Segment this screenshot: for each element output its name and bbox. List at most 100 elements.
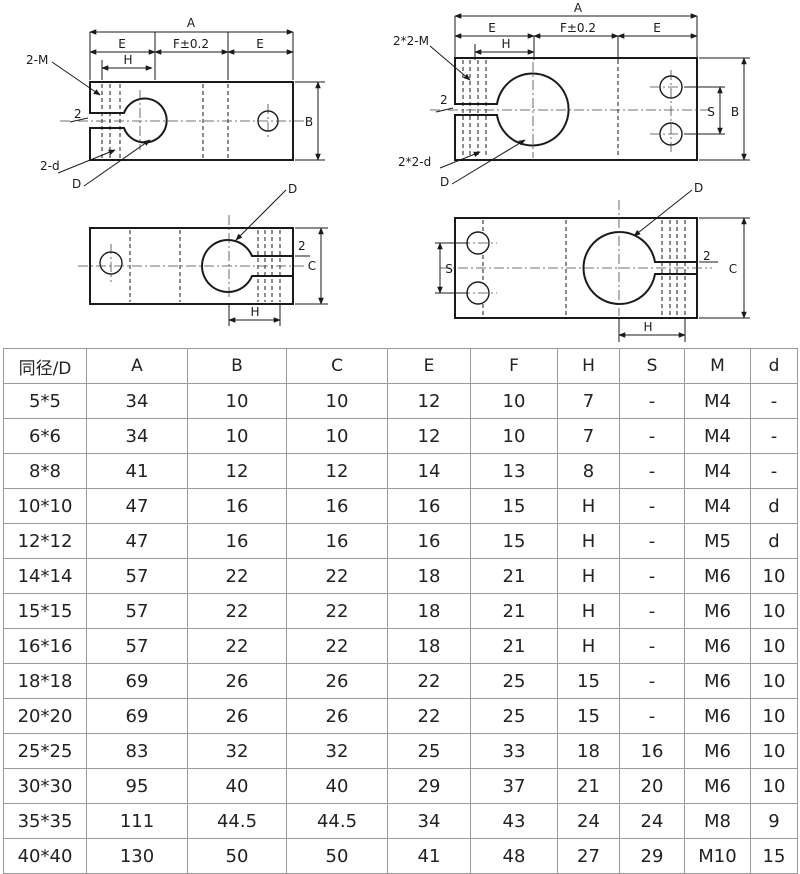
table-cell: 25 — [387, 733, 471, 769]
table-cell: - — [750, 418, 798, 454]
table-cell: - — [750, 383, 798, 419]
dim-2d-label: 2 — [703, 249, 711, 263]
table-cell: 14 — [387, 453, 471, 489]
table-cell: M6 — [684, 663, 751, 699]
table-cell: 25*25 — [3, 733, 87, 769]
table-cell: 10 — [750, 628, 798, 664]
table-cell: 40 — [286, 768, 388, 804]
top-left-view: A E F±0.2 E H B 2 2-M 2-d D — [26, 16, 325, 191]
table-cell: 25 — [470, 663, 558, 699]
column-header: 同径/D — [3, 348, 87, 384]
bottom-left-view: C 2 H D — [78, 182, 328, 326]
table-cell: 21 — [557, 768, 620, 804]
column-header: E — [387, 348, 471, 384]
bottom-right-view: S C 2 H D — [435, 181, 750, 342]
table-cell: 16 — [387, 523, 471, 559]
table-cell: M6 — [684, 768, 751, 804]
table-cell: d — [750, 488, 798, 524]
table-cell: 32 — [187, 733, 287, 769]
table-cell: 7 — [557, 418, 620, 454]
table-cell: 25 — [470, 698, 558, 734]
table-cell: 10 — [187, 383, 287, 419]
table-cell: 26 — [286, 698, 388, 734]
table-cell: M8 — [684, 803, 751, 839]
dim-2b-label: 2 — [440, 93, 448, 107]
table-cell: 10 — [750, 593, 798, 629]
table-cell: H — [557, 628, 620, 664]
leader-D3-label: D — [288, 182, 297, 196]
table-cell: 35*35 — [3, 803, 87, 839]
table-cell: M6 — [684, 733, 751, 769]
dim-E2-right-label: E — [653, 21, 661, 35]
table-cell: 41 — [387, 838, 471, 874]
table-cell: 69 — [86, 698, 188, 734]
leader-22M-label: 2*2-M — [393, 34, 429, 48]
table-cell: M4 — [684, 453, 751, 489]
table-cell: 26 — [187, 663, 287, 699]
dim-E-right-label: E — [256, 37, 264, 51]
column-header: F — [470, 348, 558, 384]
dim-S2-label: S — [445, 262, 453, 276]
table-cell: 26 — [187, 698, 287, 734]
table-cell: 10 — [750, 768, 798, 804]
dim-H4-label: H — [643, 320, 652, 334]
column-header: B — [187, 348, 287, 384]
table-cell: 29 — [387, 768, 471, 804]
dim-H-label: H — [123, 53, 132, 67]
table-cell: 22 — [286, 593, 388, 629]
table-cell: - — [619, 663, 685, 699]
table-cell: H — [557, 593, 620, 629]
table-cell: 5*5 — [3, 383, 87, 419]
table-cell: 15 — [470, 488, 558, 524]
table-cell: 21 — [470, 558, 558, 594]
table-cell: 13 — [470, 453, 558, 489]
dim-C-label: C — [308, 259, 316, 273]
table-cell: - — [619, 698, 685, 734]
table-cell: 16*16 — [3, 628, 87, 664]
table-cell: 34 — [387, 803, 471, 839]
table-cell: 22 — [387, 663, 471, 699]
table-cell: 10 — [187, 418, 287, 454]
table-cell: 18*18 — [3, 663, 87, 699]
table-cell: 95 — [86, 768, 188, 804]
table-cell: 44.5 — [187, 803, 287, 839]
dim-A2-label: A — [574, 1, 583, 15]
table-cell: 130 — [86, 838, 188, 874]
leader-2d-label: 2-d — [40, 159, 60, 173]
table-cell: 10 — [750, 698, 798, 734]
table-cell: 21 — [470, 628, 558, 664]
table-cell: 18 — [387, 593, 471, 629]
table-cell: 12 — [187, 453, 287, 489]
table-cell: H — [557, 523, 620, 559]
table-cell: 18 — [387, 558, 471, 594]
table-cell: H — [557, 488, 620, 524]
table-cell: 26 — [286, 663, 388, 699]
table-cell: M4 — [684, 418, 751, 454]
table-cell: 111 — [86, 803, 188, 839]
table-cell: - — [619, 488, 685, 524]
table-cell: 12*12 — [3, 523, 87, 559]
table-cell: 15 — [470, 523, 558, 559]
dim-2-label: 2 — [74, 107, 82, 121]
table-cell: 16 — [187, 523, 287, 559]
table-cell: M6 — [684, 558, 751, 594]
table-cell: 22 — [387, 698, 471, 734]
technical-drawings: A E F±0.2 E H B 2 2-M 2-d D — [26, 1, 750, 342]
table-cell: 20*20 — [3, 698, 87, 734]
dim-E2-left-label: E — [488, 21, 496, 35]
table-cell: 22 — [187, 593, 287, 629]
table-cell: 83 — [86, 733, 188, 769]
table-cell: 10 — [750, 663, 798, 699]
table-cell: 29 — [619, 838, 685, 874]
table-cell: 12 — [286, 453, 388, 489]
table-cell: d — [750, 523, 798, 559]
column-header: d — [750, 348, 798, 384]
